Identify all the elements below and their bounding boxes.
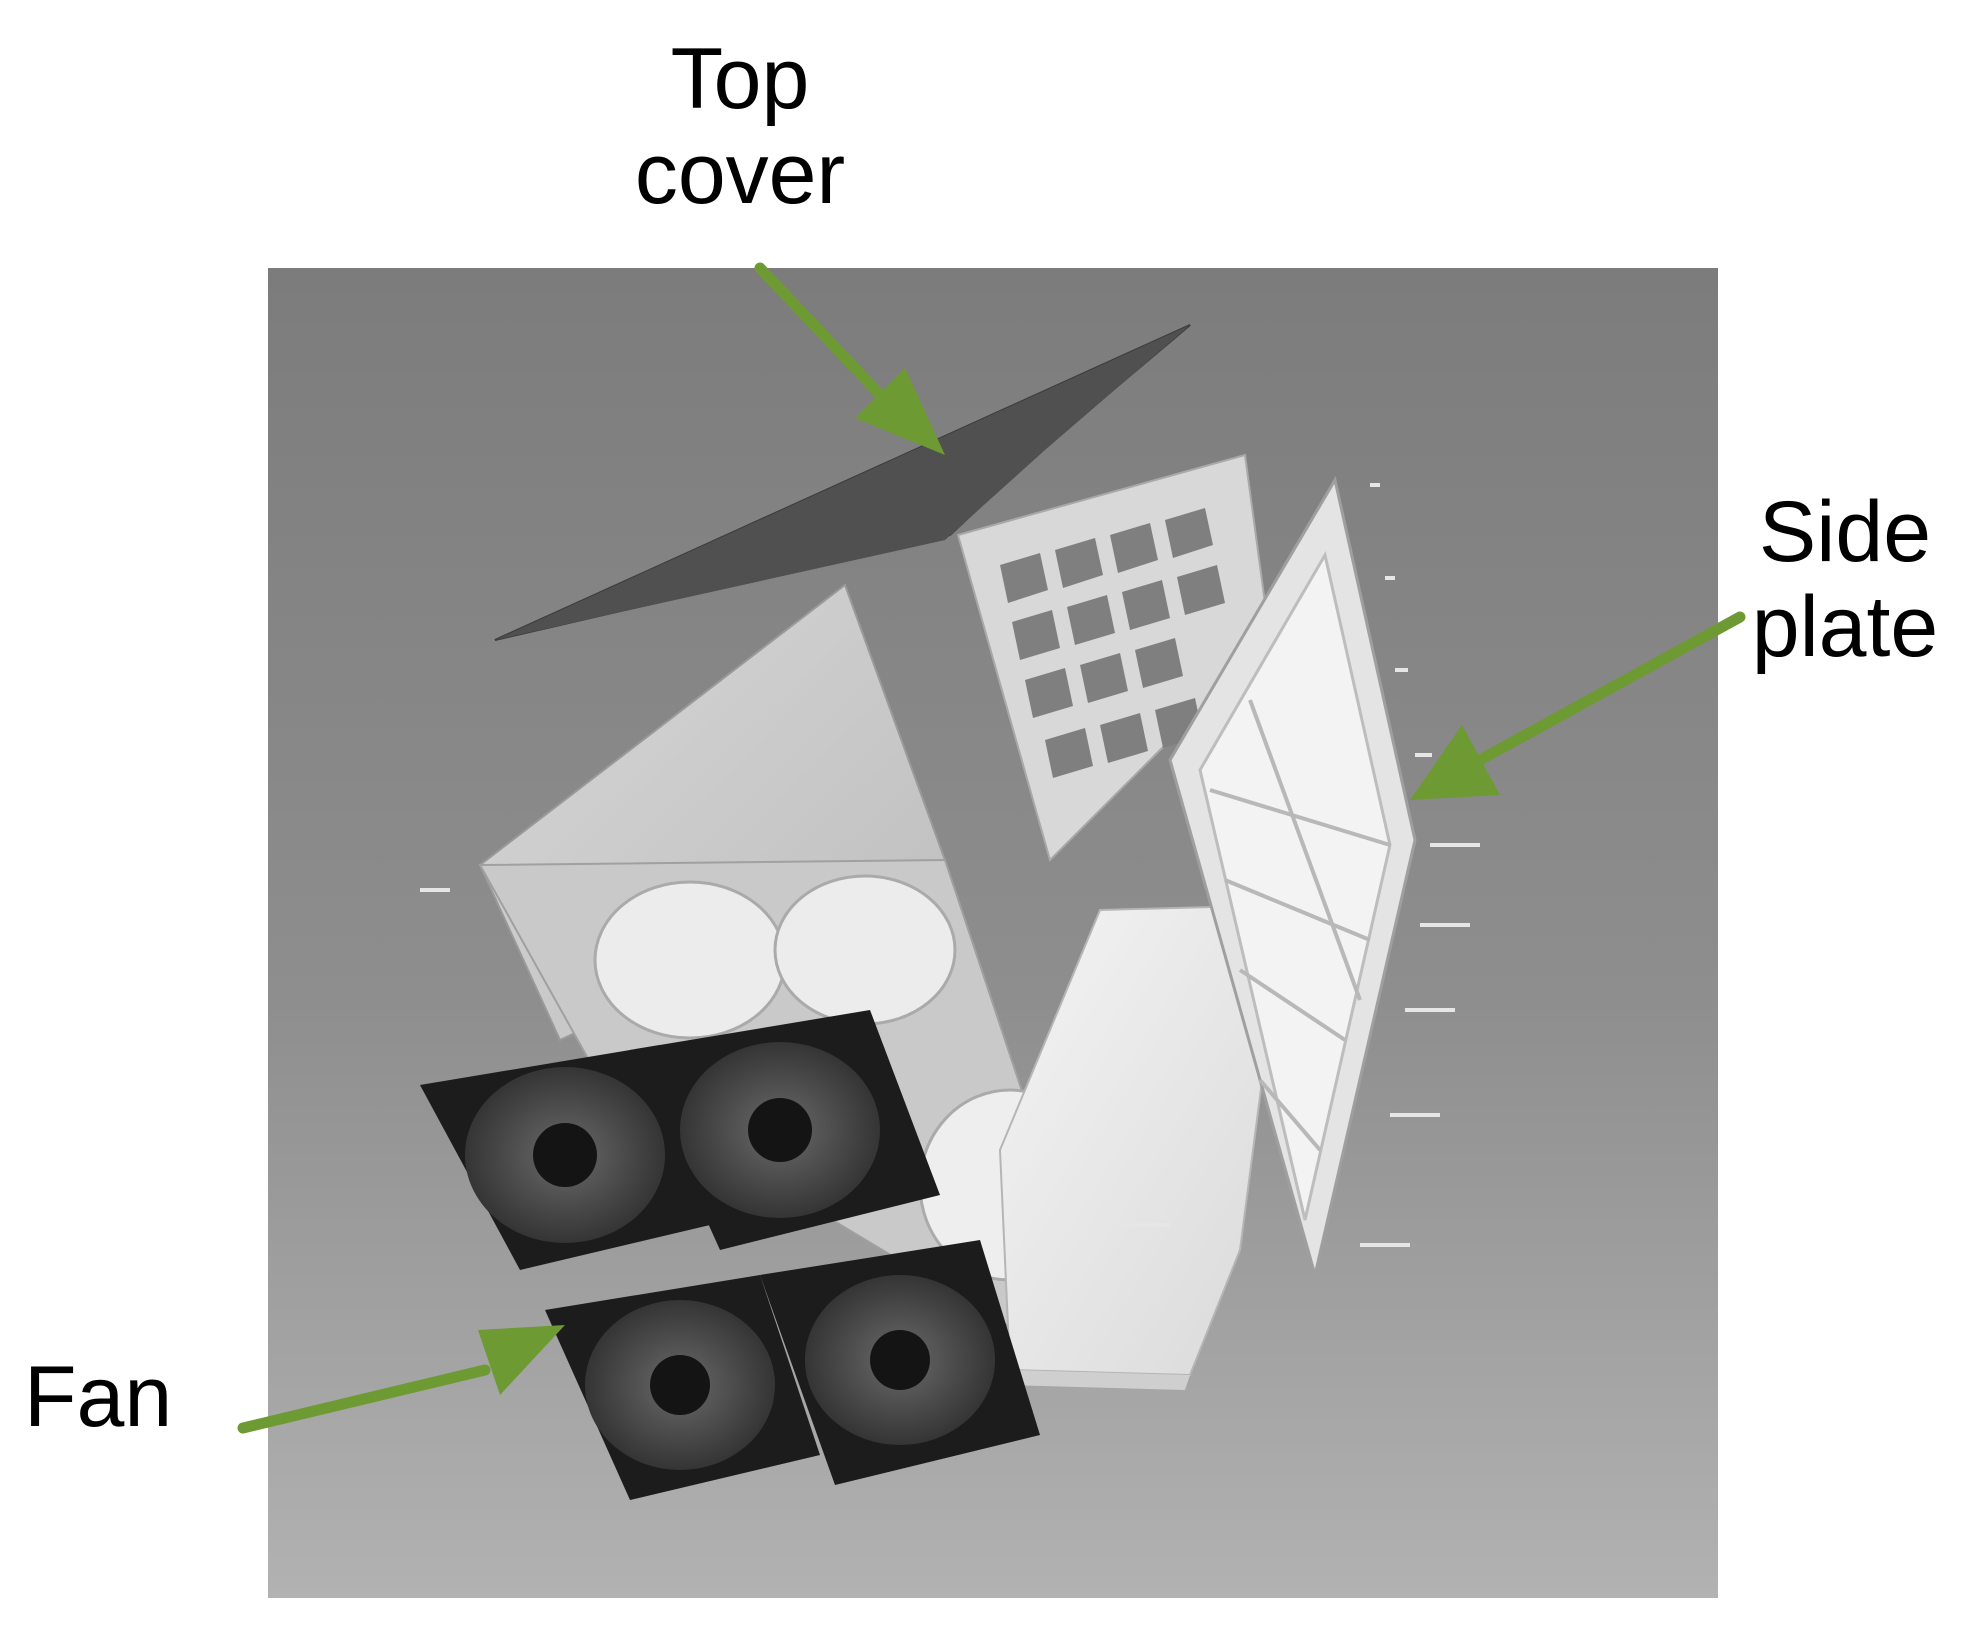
- top-cover-face: [495, 325, 1190, 640]
- top-cover-label-line2: cover: [634, 125, 846, 222]
- side-plate-label-line1: Side: [1758, 484, 1932, 580]
- fan-arrow-icon: [237, 1325, 565, 1434]
- fan-unit-2: [630, 1010, 940, 1250]
- screws: [420, 483, 1480, 1247]
- back-mesh-openings: [1000, 508, 1225, 778]
- side-plate-label: Side plate: [1710, 485, 1980, 674]
- inner-fan-opening-2: [773, 874, 957, 1026]
- fan-unit-4: [760, 1240, 1040, 1485]
- top-cover-label: Top cover: [560, 32, 920, 221]
- side-plate-label-line2: plate: [1751, 578, 1939, 675]
- fan-label: Fan: [24, 1349, 173, 1445]
- fan-unit-1: [420, 1045, 710, 1270]
- top-cover-arrow-icon: [754, 262, 945, 455]
- fan-unit-3: [545, 1275, 820, 1500]
- inner-fan-opening-1: [593, 880, 787, 1040]
- fan-array: [420, 1010, 1040, 1500]
- bottom-plate-edge: [1005, 1370, 1190, 1390]
- side-plate-ribs: [1209, 699, 1391, 1152]
- top-cover-label-line1: Top: [670, 31, 810, 127]
- side-plate-arrow-icon: [1410, 611, 1746, 800]
